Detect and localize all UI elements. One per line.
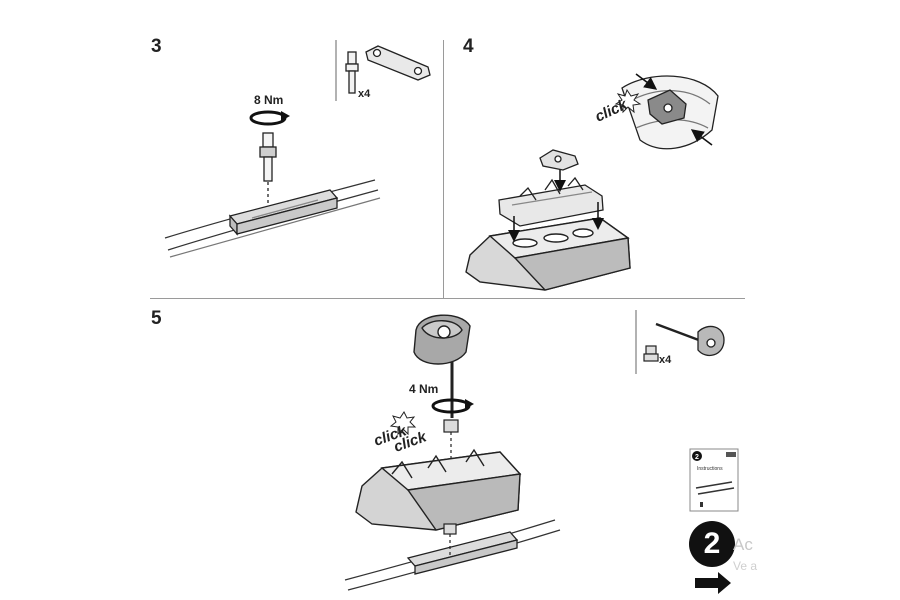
step-5-quantity: x4 bbox=[659, 354, 672, 366]
next-section-title: Ac bbox=[733, 535, 753, 554]
booklet-heading: Instructions bbox=[697, 466, 723, 472]
foot-base bbox=[355, 448, 522, 531]
next-section-badge: 2 bbox=[689, 521, 735, 567]
foot-base bbox=[465, 217, 631, 291]
vertical-divider-top bbox=[443, 40, 444, 298]
booklet-badge-text: 2 bbox=[695, 454, 699, 461]
bolt-part-icon bbox=[345, 51, 359, 94]
rail-bolt bbox=[443, 523, 457, 558]
rail-slot-insert bbox=[228, 189, 339, 236]
booklet-badge bbox=[692, 451, 702, 461]
allen-key-part-icon bbox=[655, 322, 725, 357]
nut-piece bbox=[539, 149, 579, 171]
step-5-number: 5 bbox=[151, 308, 162, 329]
step-3-illustration: x4 8 Nm bbox=[164, 40, 431, 258]
right-arrow-icon bbox=[695, 572, 731, 594]
rail-slot-insert bbox=[406, 531, 519, 575]
step-3-torque-label: 8 Nm bbox=[254, 93, 283, 107]
rotation-arrow-icon bbox=[249, 110, 290, 126]
step-5-bolt bbox=[443, 419, 459, 462]
click-burst-icon bbox=[389, 411, 417, 436]
step-5-illustration: x4 4 Nm click click bbox=[344, 310, 725, 591]
torque-tool-icon bbox=[413, 314, 471, 418]
step-4-illustration: click bbox=[465, 73, 719, 291]
step-5-torque-label: 4 Nm bbox=[409, 382, 438, 396]
click-burst-icon bbox=[614, 88, 642, 114]
plate-part-icon bbox=[365, 45, 431, 81]
rotation-arrow-icon bbox=[431, 398, 474, 414]
next-section-subtitle: Ve a bbox=[733, 559, 758, 573]
step-3-number: 3 bbox=[151, 36, 162, 57]
horizontal-divider bbox=[150, 298, 745, 299]
reference-booklet: 2 Instructions bbox=[689, 448, 739, 512]
step-4-number: 4 bbox=[463, 36, 474, 57]
step-3-quantity: x4 bbox=[358, 88, 371, 100]
small-bolt-part-icon bbox=[643, 345, 659, 362]
